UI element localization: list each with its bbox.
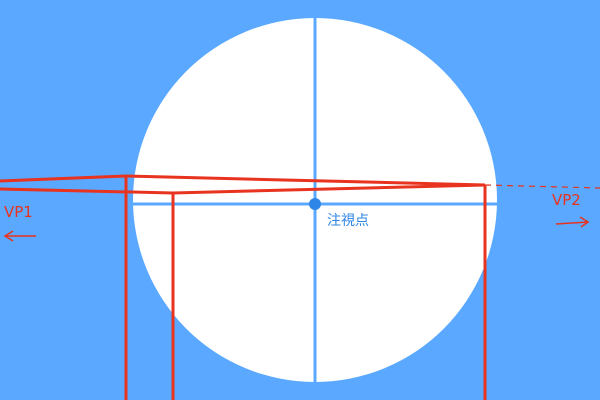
vp2-guide-line — [484, 184, 600, 189]
focus-point-label: 注視点 — [327, 213, 369, 229]
top-edge-front-left — [0, 187, 174, 195]
focus-point-dot — [309, 198, 321, 210]
arrow-right-icon — [555, 216, 590, 228]
top-edge-back-left — [0, 174, 127, 183]
vp2-label: VP2 — [552, 191, 581, 209]
top-edge-back-right — [125, 174, 486, 187]
vp1-label: VP1 — [4, 203, 33, 221]
arrow-left-icon — [3, 230, 36, 242]
top-edge-front-right — [172, 183, 486, 195]
